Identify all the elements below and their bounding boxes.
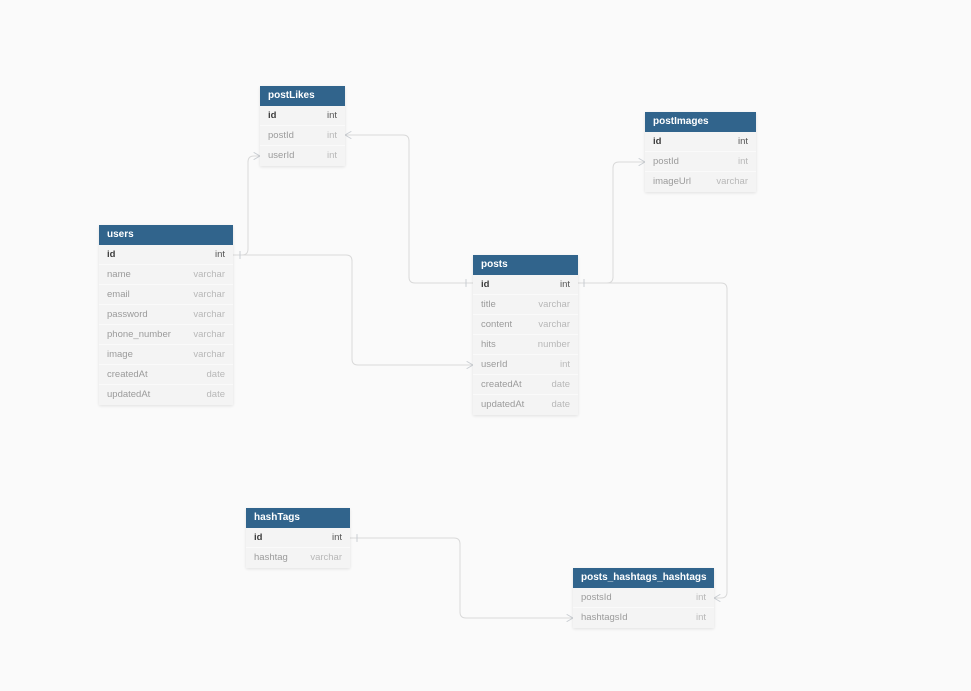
field-type: date: [551, 378, 571, 390]
relationship-line-posts-id-to-postImages-postId: [577, 161, 646, 284]
field-row-postLikes-postId: postId int: [260, 126, 345, 146]
field-name: hashtagsId: [581, 612, 628, 623]
field-name: id: [107, 248, 116, 260]
field-type: int: [695, 612, 706, 623]
field-type: int: [737, 135, 748, 147]
field-row-users-updatedAt: updatedAt date: [99, 385, 233, 405]
field-type: varchar: [716, 176, 748, 187]
field-row-posts-userId: userId int: [473, 355, 578, 375]
field-type: varchar: [538, 318, 570, 330]
table-header-postLikes[interactable]: postLikes: [260, 86, 345, 106]
field-row-hashTags-hashtag: hashtag varchar: [246, 548, 350, 568]
field-row-posts-content: content varchar: [473, 315, 578, 335]
table-postLikes[interactable]: postLikes id int postId int userId int: [260, 86, 345, 166]
field-row-postLikes-userId: userId int: [260, 146, 345, 166]
table-posts[interactable]: posts id int title varchar content varchar hits…: [473, 255, 578, 415]
field-name: hashtag: [254, 552, 288, 563]
field-name: id: [653, 135, 662, 147]
table-header-postImages[interactable]: postImages: [645, 112, 756, 132]
field-name: createdAt: [481, 378, 522, 390]
field-type: int: [737, 155, 748, 167]
field-row-posts-updatedAt: updatedAt date: [473, 395, 578, 415]
relationship-line-posts-id-to-postLikes-postId: [344, 134, 474, 284]
field-name: phone_number: [107, 328, 171, 340]
field-name: postId: [268, 129, 294, 141]
field-type: varchar: [193, 328, 225, 340]
field-row-posts_hashtags_hashtags-postsId: postsId int: [573, 588, 714, 608]
field-type: int: [326, 150, 337, 161]
field-row-postImages-postId: postId int: [645, 152, 756, 172]
field-row-users-email: email varchar: [99, 285, 233, 305]
table-header-users[interactable]: users: [99, 225, 233, 245]
field-row-posts-title: title varchar: [473, 295, 578, 315]
field-row-users-createdAt: createdAt date: [99, 365, 233, 385]
cardinality-many-arrow-icon: [713, 594, 721, 602]
field-type: varchar: [193, 308, 225, 320]
table-header-posts[interactable]: posts: [473, 255, 578, 275]
field-name: imageUrl: [653, 176, 692, 187]
field-row-users-phone_number: phone_number varchar: [99, 325, 233, 345]
table-hashTags[interactable]: hashTags id int hashtag varchar: [246, 508, 350, 568]
field-row-users-image: image varchar: [99, 345, 233, 365]
field-row-postImages-imageUrl: imageUrl varchar: [645, 172, 756, 192]
field-type: int: [559, 358, 570, 370]
field-name: title: [481, 298, 496, 310]
field-row-users-name: name varchar: [99, 265, 233, 285]
field-type: varchar: [193, 288, 225, 300]
relationship-line-users-id-to-posts-userId: [232, 254, 474, 366]
field-name: email: [107, 288, 130, 300]
field-row-users-password: password varchar: [99, 305, 233, 325]
field-row-posts-createdAt: createdAt date: [473, 375, 578, 395]
table-postImages[interactable]: postImages id int postId int imageUrl varchar: [645, 112, 756, 192]
field-name: password: [107, 308, 148, 320]
cardinality-many-arrow-icon: [344, 131, 352, 139]
field-name: id: [254, 531, 263, 543]
field-type: int: [326, 129, 337, 141]
field-name: userId: [481, 358, 508, 370]
field-row-postImages-id: id int: [645, 132, 756, 152]
field-row-postLikes-id: id int: [260, 106, 345, 126]
field-row-posts-hits: hits number: [473, 335, 578, 355]
field-type: date: [551, 399, 571, 410]
table-header-hashTags[interactable]: hashTags: [246, 508, 350, 528]
field-type: date: [206, 368, 226, 380]
field-name: id: [481, 278, 490, 290]
field-name: updatedAt: [107, 389, 151, 400]
field-type: varchar: [538, 298, 570, 310]
field-name: createdAt: [107, 368, 148, 380]
field-name: image: [107, 348, 133, 360]
field-name: id: [268, 109, 277, 121]
field-row-posts_hashtags_hashtags-hashtagsId: hashtagsId int: [573, 608, 714, 628]
field-name: postsId: [581, 591, 612, 603]
field-name: name: [107, 268, 131, 280]
field-type: int: [559, 278, 570, 290]
relationship-line-users-id-to-postLikes-userId: [232, 155, 261, 256]
field-name: content: [481, 318, 513, 330]
field-type: number: [537, 338, 570, 350]
field-type: int: [214, 248, 225, 260]
field-type: int: [331, 531, 342, 543]
field-type: varchar: [193, 268, 225, 280]
field-name: userId: [268, 150, 295, 161]
field-type: varchar: [310, 552, 342, 563]
field-row-users-id: id int: [99, 245, 233, 265]
relationship-line-posts-id-to-junction-postsId: [577, 282, 728, 599]
field-type: date: [206, 389, 226, 400]
field-type: int: [326, 109, 337, 121]
field-name: postId: [653, 155, 679, 167]
field-row-hashTags-id: id int: [246, 528, 350, 548]
table-header-posts_hashtags_hashtags[interactable]: posts_hashtags_hashtags: [573, 568, 714, 588]
field-name: hits: [481, 338, 496, 350]
relationship-line-hashTags-id-to-junction-hashtagsId: [349, 537, 574, 619]
field-type: int: [695, 591, 706, 603]
field-row-posts-id: id int: [473, 275, 578, 295]
field-name: updatedAt: [481, 399, 525, 410]
field-type: varchar: [193, 348, 225, 360]
